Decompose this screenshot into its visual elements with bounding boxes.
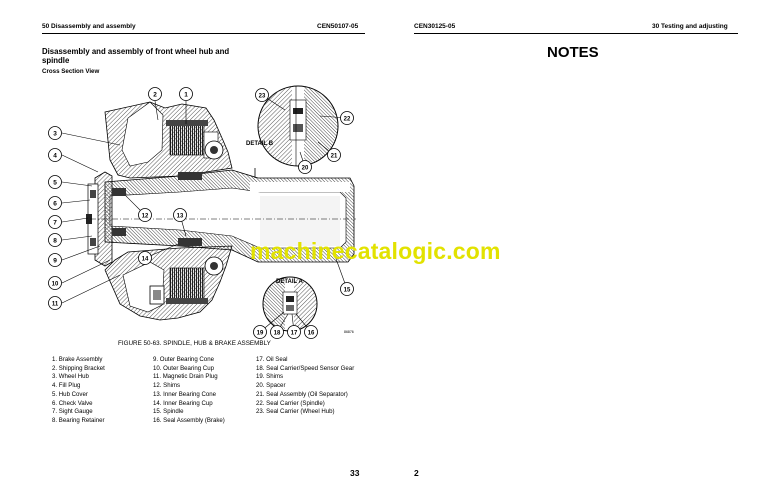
legend-item: 15. Spindle xyxy=(153,408,184,416)
callout-12: 12 xyxy=(138,208,152,222)
callout-2: 2 xyxy=(148,87,162,101)
svg-text:15: 15 xyxy=(344,288,351,294)
callout-13: 13 xyxy=(173,208,187,222)
cross-section-figure: DETAIL B DETAIL A xyxy=(48,85,356,339)
callout-7: 7 xyxy=(48,215,62,229)
callout-20: 20 xyxy=(298,160,312,174)
right-page-number: 2 xyxy=(414,468,419,478)
left-page: 50 Disassembly and assembly CEN50107-05 … xyxy=(42,23,365,478)
legend-item: 14. Inner Bearing Cup xyxy=(153,399,213,407)
legend-item: 5. Hub Cover xyxy=(52,390,88,398)
legend-item: 20. Spacer xyxy=(256,382,286,390)
legend-item: 19. Shims xyxy=(256,373,284,381)
legend-item: 8. Bearing Retainer xyxy=(52,416,105,424)
svg-text:3: 3 xyxy=(53,131,57,138)
callout-18: 18 xyxy=(270,325,284,339)
legend-item: 13. Inner Bearing Cone xyxy=(153,390,217,398)
svg-text:6: 6 xyxy=(53,201,57,208)
svg-text:20: 20 xyxy=(302,166,309,172)
legend-item: 23. Seal Carrier (Wheel Hub) xyxy=(256,408,335,416)
spindle xyxy=(104,168,355,263)
legend-item: 3. Wheel Hub xyxy=(52,373,89,381)
right-header-section: 30 Testing and adjusting xyxy=(652,23,728,30)
page-title: Disassembly and assembly of front wheel … xyxy=(42,47,230,65)
detail-b-view xyxy=(257,85,339,167)
callout-22: 22 xyxy=(340,111,354,125)
callout-14: 14 xyxy=(138,251,152,265)
callout-5: 5 xyxy=(48,175,62,189)
svg-text:2: 2 xyxy=(153,92,157,99)
svg-text:18: 18 xyxy=(274,331,281,337)
notes-title: NOTES xyxy=(547,44,599,61)
figure-id: 86876 xyxy=(344,330,354,334)
callouts: 1 2 3 4 5 6 7 8 9 10 11 12 13 14 15 16 1… xyxy=(48,87,354,339)
callout-9: 9 xyxy=(48,253,62,267)
svg-text:19: 19 xyxy=(257,331,264,337)
legend-item: 16. Seal Assembly (Brake) xyxy=(153,416,225,424)
callout-11: 11 xyxy=(48,296,62,310)
callout-15: 15 xyxy=(340,282,354,296)
svg-text:8: 8 xyxy=(53,238,57,245)
legend-item: 7. Sight Gauge xyxy=(52,408,93,416)
callout-3: 3 xyxy=(48,126,62,140)
legend-item: 18. Seal Carrier/Speed Sensor Gear xyxy=(256,364,355,372)
callout-4: 4 xyxy=(48,148,62,162)
left-header-doc-id: CEN50107-05 xyxy=(317,23,359,30)
callout-6: 6 xyxy=(48,196,62,210)
svg-text:14: 14 xyxy=(142,257,149,263)
callout-23: 23 xyxy=(255,88,269,102)
left-header-rule xyxy=(42,33,365,34)
legend-item: 17. Oil Seal xyxy=(256,356,288,363)
legend-item: 10. Outer Bearing Cup xyxy=(153,364,214,372)
detail-a-view xyxy=(262,276,318,332)
svg-text:21: 21 xyxy=(331,154,338,160)
svg-text:16: 16 xyxy=(308,331,315,337)
legend-item: 9. Outer Bearing Cone xyxy=(153,356,214,363)
brake-assembly-lower xyxy=(149,267,208,305)
svg-text:1: 1 xyxy=(184,92,188,99)
watermark: machinecatalogic.com xyxy=(250,238,501,264)
bearings xyxy=(112,140,224,276)
legend-item: 4. Fill Plug xyxy=(52,382,81,390)
svg-text:5: 5 xyxy=(53,180,57,187)
legend-item: 2. Shipping Bracket xyxy=(52,364,105,372)
callout-17: 17 xyxy=(287,325,301,339)
legend-column-3: 17. Oil Seal 18. Seal Carrier/Speed Sens… xyxy=(256,356,354,417)
legend-item: 21. Seal Assembly (Oil Separator) xyxy=(256,390,348,398)
callout-21: 21 xyxy=(327,148,341,162)
svg-text:13: 13 xyxy=(177,214,184,220)
svg-text:22: 22 xyxy=(344,117,351,123)
left-page-number: 33 xyxy=(350,468,360,478)
left-header-section: 50 Disassembly and assembly xyxy=(42,23,136,30)
svg-text:10: 10 xyxy=(52,282,59,288)
svg-text:17: 17 xyxy=(291,331,298,337)
callout-10: 10 xyxy=(48,276,62,290)
svg-text:12: 12 xyxy=(142,214,149,220)
legend-item: 6. Check Valve xyxy=(52,399,93,407)
svg-text:9: 9 xyxy=(53,258,57,265)
callout-1: 1 xyxy=(179,87,193,101)
callout-8: 8 xyxy=(48,233,62,247)
section-subtitle: Cross Section View xyxy=(42,68,100,75)
svg-text:7: 7 xyxy=(53,220,57,227)
svg-text:11: 11 xyxy=(52,302,59,308)
callout-19: 19 xyxy=(253,325,267,339)
right-page: CEN30125-05 30 Testing and adjusting NOT… xyxy=(384,0,768,497)
right-header-rule xyxy=(414,33,738,34)
svg-text:4: 4 xyxy=(53,153,57,160)
legend-column-2: 9. Outer Bearing Cone 10. Outer Bearing … xyxy=(153,356,225,426)
legend-item: 12. Shims xyxy=(153,382,181,390)
legend-item: 1. Brake Assembly xyxy=(52,356,103,363)
svg-text:23: 23 xyxy=(259,94,266,100)
legend-column-1: 1. Brake Assembly 2. Shipping Bracket 3.… xyxy=(52,356,105,426)
legend-item: 11. Magnetic Drain Plug xyxy=(153,373,218,381)
detail-a-label: DETAIL A xyxy=(276,279,304,285)
legend-item: 22. Seal Carrier (Spindle) xyxy=(256,399,325,407)
right-header-doc-id: CEN30125-05 xyxy=(414,23,456,30)
callout-16: 16 xyxy=(304,325,318,339)
figure-caption: FIGURE 50-63. SPINDLE, HUB & BRAKE ASSEM… xyxy=(118,340,271,347)
detail-b-label: DETAIL B xyxy=(246,141,274,147)
